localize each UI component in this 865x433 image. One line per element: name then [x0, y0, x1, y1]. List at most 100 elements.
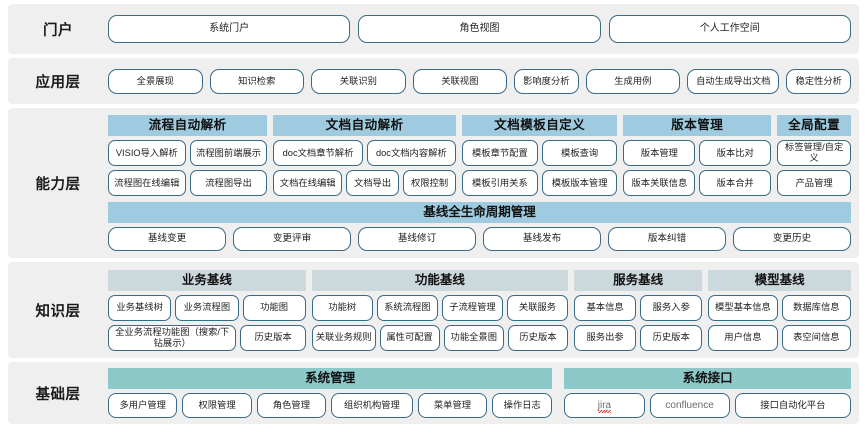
knowledge-item-2-0-0[interactable]: 基本信息 — [574, 294, 637, 321]
jira-logo-text: jira — [597, 399, 612, 414]
knowledge-item-0-0-2[interactable]: 功能图 — [242, 294, 306, 321]
knowledge-item-1-0-0[interactable]: 功能树 — [311, 294, 373, 321]
capability-group-1-row1: doc文档章节解析 doc文档内容解析 — [273, 140, 457, 166]
application-item-0[interactable]: 全景展现 — [108, 68, 203, 94]
portal-item-0[interactable]: 系统门户 — [108, 15, 351, 43]
band-label-application: 应用层 — [35, 74, 81, 91]
capability-item-0-0-0[interactable]: VISIO导入解析 — [108, 140, 186, 166]
knowledge-group-3-title: 模型基线 — [708, 269, 851, 291]
knowledge-group-1: 功能基线 功能树 系统流程图 子流程管理 关联服务 关联业务规则 属性可配置 功… — [311, 269, 569, 351]
foundation-group-1-items: jira confluence 接口自动化平台 — [564, 393, 851, 418]
knowledge-item-3-0-0[interactable]: 模型基本信息 — [708, 294, 778, 321]
application-item-6[interactable]: 自动生成导出文档 — [687, 68, 780, 94]
application-item-3[interactable]: 关联视图 — [412, 68, 508, 94]
capability-group-3: 版本管理 版本管理 版本比对 版本关联信息 版本合并 — [623, 115, 772, 196]
knowledge-item-0-0-0[interactable]: 业务基线树 — [108, 294, 172, 321]
capability-item-0-1-1[interactable]: 流程图导出 — [189, 170, 268, 196]
band-body-application: 全景展现 知识检索 关联识别 关联视图 影响度分析 生成用例 自动生成导出文档 … — [108, 68, 851, 94]
capability-group-3-title: 版本管理 — [623, 115, 772, 136]
knowledge-item-1-1-2[interactable]: 功能全景图 — [443, 324, 504, 351]
knowledge-item-0-1-0[interactable]: 全业务流程功能图（搜索/下钻展示） — [108, 324, 237, 351]
capability-item-2-0-1[interactable]: 模板查询 — [541, 140, 618, 166]
application-item-row: 全景展现 知识检索 关联识别 关联视图 影响度分析 生成用例 自动生成导出文档 … — [108, 68, 851, 94]
knowledge-item-2-1-0[interactable]: 服务出参 — [574, 324, 637, 351]
capability-group-2-row2: 模板引用关系 模板版本管理 — [462, 170, 618, 196]
foundation-item-1-2[interactable]: 接口自动化平台 — [734, 393, 851, 418]
knowledge-item-1-1-3[interactable]: 历史版本 — [507, 324, 569, 351]
capability-group-4-title: 全局配置 — [777, 115, 851, 136]
capability-group-1: 文档自动解析 doc文档章节解析 doc文档内容解析 文档在线编辑 文档导出 权… — [273, 115, 457, 196]
knowledge-item-3-0-1[interactable]: 数据库信息 — [781, 294, 852, 321]
foundation-item-0-0[interactable]: 多用户管理 — [108, 393, 178, 418]
capability-item-2-1-0[interactable]: 模板引用关系 — [462, 170, 538, 196]
capability-item-1-1-1[interactable]: 文档导出 — [346, 170, 400, 196]
capability-item-0-1-0[interactable]: 流程图在线编辑 — [108, 170, 186, 196]
knowledge-item-1-0-2[interactable]: 子流程管理 — [441, 294, 503, 321]
capability-item-3-0-1[interactable]: 版本比对 — [699, 140, 772, 166]
band-label-portal: 门户 — [43, 22, 73, 39]
application-item-4[interactable]: 影响度分析 — [514, 68, 579, 94]
lifecycle-item-3[interactable]: 基线发布 — [483, 227, 601, 251]
application-item-5[interactable]: 生成用例 — [585, 68, 681, 94]
foundation-item-0-4[interactable]: 菜单管理 — [417, 393, 488, 418]
lifecycle-title: 基线全生命周期管理 — [108, 202, 851, 223]
portal-item-row: 系统门户 角色视图 个人工作空间 — [108, 15, 851, 43]
knowledge-group-1-row1: 功能树 系统流程图 子流程管理 关联服务 — [311, 294, 569, 321]
lifecycle-item-0[interactable]: 基线变更 — [108, 227, 226, 251]
application-item-2[interactable]: 关联识别 — [311, 68, 406, 94]
band-foundation: 基础层 系统管理 多用户管理 权限管理 角色管理 组织机构管理 菜单管理 操作日… — [8, 362, 859, 424]
lifecycle-item-5[interactable]: 变更历史 — [733, 227, 851, 251]
foundation-item-0-1[interactable]: 权限管理 — [182, 393, 252, 418]
capability-item-3-1-1[interactable]: 版本合并 — [699, 170, 772, 196]
knowledge-group-2: 服务基线 基本信息 服务入参 服务出参 历史版本 — [574, 269, 703, 351]
knowledge-item-3-1-0[interactable]: 用户信息 — [708, 324, 778, 351]
knowledge-group-3-row1: 模型基本信息 数据库信息 — [708, 294, 852, 321]
application-item-7[interactable]: 稳定性分析 — [786, 68, 851, 94]
knowledge-item-2-0-1[interactable]: 服务入参 — [640, 294, 703, 321]
knowledge-item-0-1-1[interactable]: 历史版本 — [240, 324, 306, 351]
band-body-foundation: 系统管理 多用户管理 权限管理 角色管理 组织机构管理 菜单管理 操作日志 系统… — [108, 368, 851, 418]
knowledge-item-2-1-1[interactable]: 历史版本 — [640, 324, 703, 351]
knowledge-group-3-row2: 用户信息 表空间信息 — [708, 324, 852, 351]
lifecycle-item-2[interactable]: 基线修订 — [358, 227, 476, 251]
foundation-item-0-3[interactable]: 组织机构管理 — [331, 393, 413, 418]
capability-item-1-1-0[interactable]: 文档在线编辑 — [273, 170, 343, 196]
capability-item-0-0-1[interactable]: 流程图前端展示 — [189, 140, 268, 166]
capability-item-3-0-0[interactable]: 版本管理 — [623, 140, 696, 166]
knowledge-item-3-1-1[interactable]: 表空间信息 — [781, 324, 852, 351]
foundation-item-1-0[interactable]: jira — [564, 393, 645, 418]
knowledge-item-1-1-0[interactable]: 关联业务规则 — [311, 324, 376, 351]
knowledge-item-1-0-1[interactable]: 系统流程图 — [376, 294, 438, 321]
foundation-item-1-1[interactable]: confluence — [649, 393, 730, 418]
capability-group-0: 流程自动解析 VISIO导入解析 流程图前端展示 流程图在线编辑 流程图导出 — [108, 115, 268, 196]
knowledge-item-0-0-1[interactable]: 业务流程图 — [175, 294, 239, 321]
foundation-item-0-5[interactable]: 操作日志 — [492, 393, 553, 418]
capability-item-3-1-0[interactable]: 版本关联信息 — [623, 170, 696, 196]
foundation-item-0-2[interactable]: 角色管理 — [256, 393, 327, 418]
capability-group-4-row2: 产品管理 — [777, 170, 851, 196]
capability-item-2-0-0[interactable]: 模板章节配置 — [462, 140, 538, 166]
capability-item-4-0-0[interactable]: 标签管理/自定义 — [777, 140, 851, 166]
capability-item-4-1-0[interactable]: 产品管理 — [777, 170, 851, 196]
capability-group-grid: 流程自动解析 VISIO导入解析 流程图前端展示 流程图在线编辑 流程图导出 文… — [108, 115, 851, 196]
portal-item-1[interactable]: 角色视图 — [358, 15, 601, 43]
band-label-capability: 能力层 — [35, 176, 81, 193]
capability-item-1-1-2[interactable]: 权限控制 — [403, 170, 457, 196]
capability-group-0-row2: 流程图在线编辑 流程图导出 — [108, 170, 268, 196]
knowledge-group-0: 业务基线 业务基线树 业务流程图 功能图 全业务流程功能图（搜索/下钻展示） 历… — [108, 269, 306, 351]
lifecycle-item-1[interactable]: 变更评审 — [233, 227, 351, 251]
capability-item-1-0-0[interactable]: doc文档章节解析 — [273, 140, 363, 166]
lifecycle-item-row: 基线变更 变更评审 基线修订 基线发布 版本纠错 变更历史 — [108, 227, 851, 251]
portal-item-2[interactable]: 个人工作空间 — [608, 15, 851, 43]
lifecycle-item-4[interactable]: 版本纠错 — [608, 227, 726, 251]
application-item-1[interactable]: 知识检索 — [209, 68, 305, 94]
capability-group-0-title: 流程自动解析 — [108, 115, 268, 136]
knowledge-item-1-1-1[interactable]: 属性可配置 — [379, 324, 440, 351]
capability-item-1-0-1[interactable]: doc文档内容解析 — [366, 140, 457, 166]
knowledge-group-0-title: 业务基线 — [108, 269, 306, 291]
capability-item-2-1-1[interactable]: 模板版本管理 — [541, 170, 618, 196]
knowledge-item-1-0-3[interactable]: 关联服务 — [506, 294, 569, 321]
capability-group-2: 文档模板自定义 模板章节配置 模板查询 模板引用关系 模板版本管理 — [462, 115, 618, 196]
band-knowledge: 知识层 业务基线 业务基线树 业务流程图 功能图 全业务流程功能图（搜索/下钻展… — [8, 262, 859, 358]
